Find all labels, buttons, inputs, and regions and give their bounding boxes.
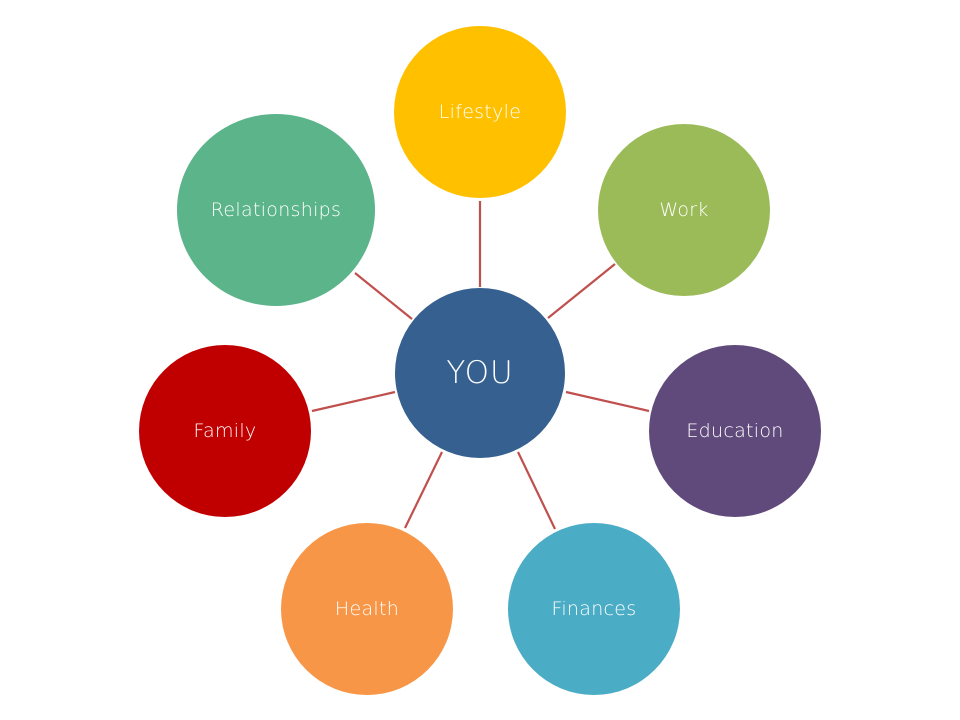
connector-education	[565, 390, 650, 413]
finances-label: Finances	[552, 598, 637, 620]
work-label: Work	[659, 199, 708, 221]
education-label: Education	[686, 420, 783, 442]
connector-health	[404, 451, 443, 529]
node-work: Work	[598, 124, 770, 296]
connector-lines	[311, 201, 650, 530]
connector-relationships	[354, 272, 413, 320]
center-node: YOU	[395, 288, 565, 458]
lifestyle-circle	[394, 26, 566, 198]
center-label: YOU	[446, 355, 513, 391]
relationships-circle	[177, 114, 375, 306]
connector-family	[311, 390, 396, 413]
node-finances: Finances	[508, 523, 680, 695]
connector-work	[547, 263, 616, 319]
family-label: Family	[194, 420, 257, 442]
education-circle	[649, 345, 821, 517]
node-family: Family	[139, 345, 311, 517]
lifestyle-label: Lifestyle	[439, 101, 522, 123]
center-circle	[395, 288, 565, 458]
node-education: Education	[649, 345, 821, 517]
family-circle	[139, 345, 311, 517]
connector-finances	[517, 451, 556, 530]
health-circle	[281, 523, 453, 695]
work-circle	[598, 124, 770, 296]
finances-circle	[508, 523, 680, 695]
health-label: Health	[335, 598, 399, 620]
node-health: Health	[281, 523, 453, 695]
node-lifestyle: Lifestyle	[394, 26, 566, 198]
relationships-label: Relationships	[211, 199, 341, 221]
node-relationships: Relationships	[177, 114, 375, 306]
